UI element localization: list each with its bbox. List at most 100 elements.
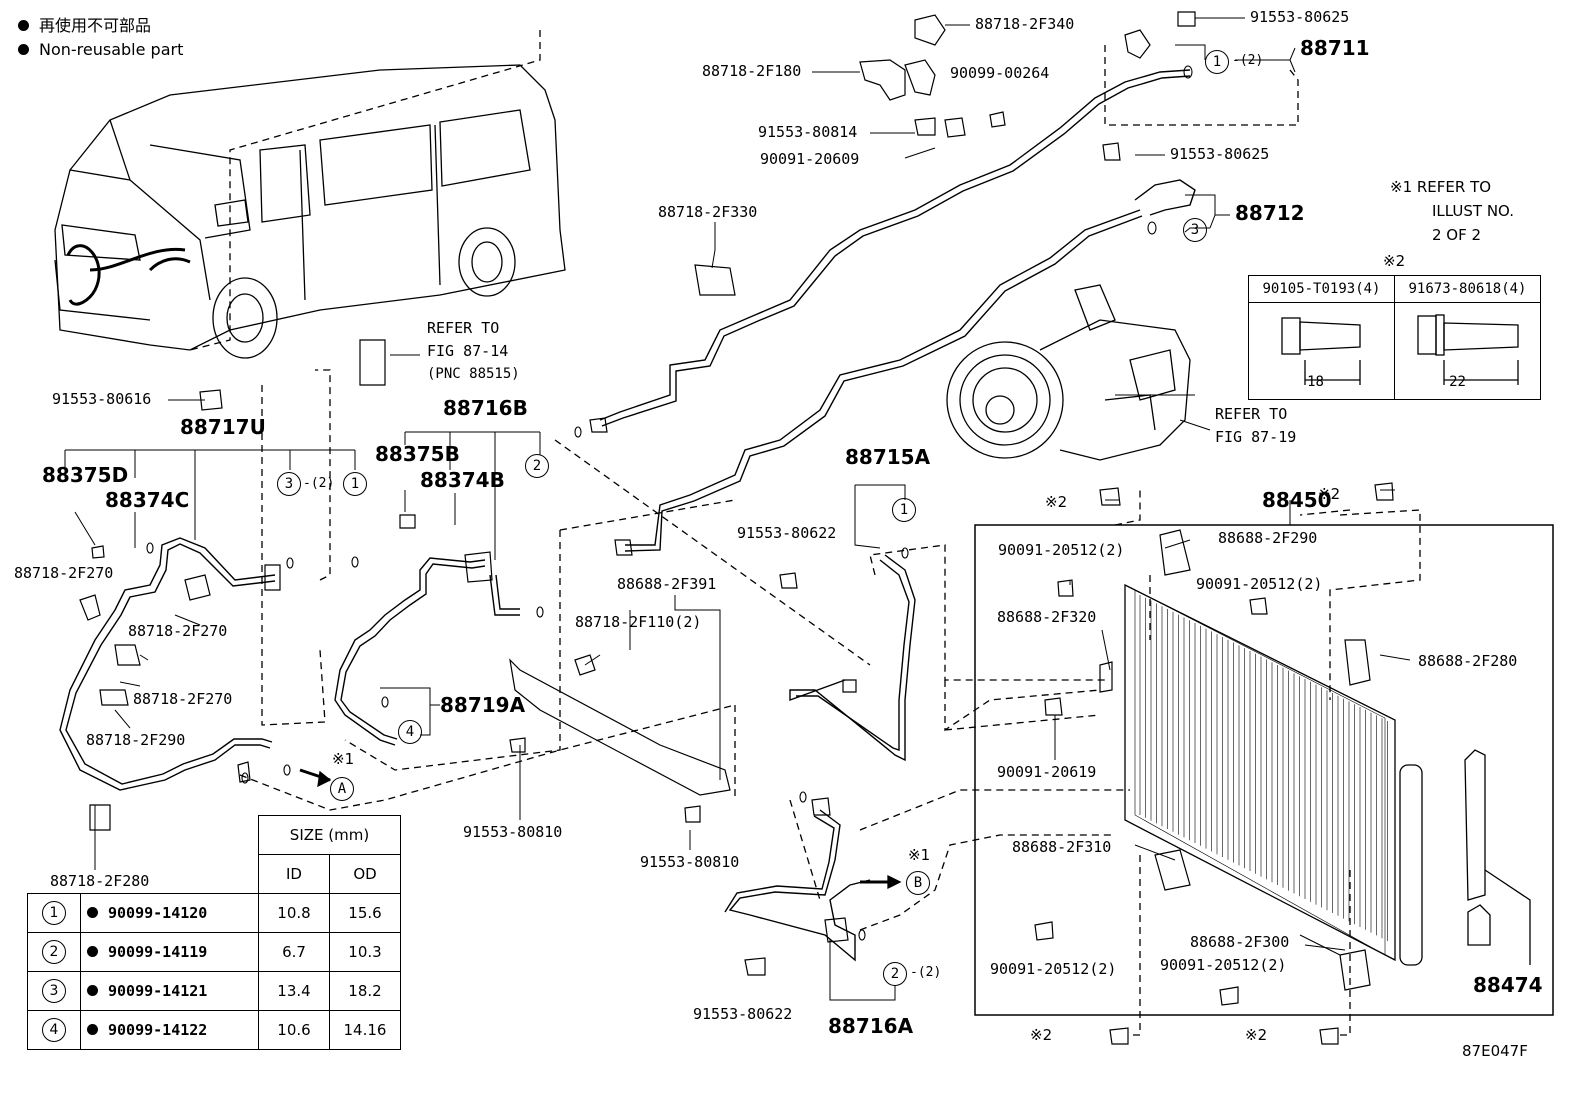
bolt-len-18: 18 xyxy=(1307,374,1324,390)
connector-B: B xyxy=(906,871,930,895)
size-id: 10.6 xyxy=(258,1010,330,1050)
row-number: 4 xyxy=(42,1018,66,1042)
illustration-code: 87E047F xyxy=(1462,1042,1528,1060)
label-88688-2F280: 88688-2F280 xyxy=(1418,652,1518,670)
label-88375D: 88375D xyxy=(42,463,129,487)
star2-mark-1: ※2 xyxy=(1045,493,1068,511)
label-88718-2F280-left: 88718-2F280 xyxy=(50,872,150,890)
refer-87-19-line1: REFER TO xyxy=(1215,405,1288,423)
size-header-od: OD xyxy=(329,854,401,894)
label-90091-20512-a: 90091-20512(2) xyxy=(998,541,1125,559)
qty-88716A: -(2) xyxy=(910,965,942,980)
oring-size-table: SIZE (mm) ID OD 1 90099-14120 10.8 15.6 … xyxy=(27,815,401,1050)
oring-ref-2-88716A: 2 xyxy=(883,962,907,986)
size-header-id: ID xyxy=(258,854,330,894)
qty-88717U: -(2) xyxy=(303,476,335,491)
size-od: 10.3 xyxy=(329,932,401,972)
label-91553-80616: 91553-80616 xyxy=(52,390,152,408)
size-id: 10.8 xyxy=(258,893,330,933)
note-star2: ※2 xyxy=(1383,252,1406,270)
label-90091-20609: 90091-20609 xyxy=(760,150,860,168)
oring-ref-1-88717U: 1 xyxy=(343,472,367,496)
note-star1-line2: ILLUST NO. xyxy=(1432,202,1515,220)
table-row: 1 90099-14120 10.8 15.6 xyxy=(27,893,401,933)
row-number: 1 xyxy=(42,901,66,925)
bullet-icon xyxy=(18,44,29,55)
label-88718-2F270-b: 88718-2F270 xyxy=(128,622,228,640)
bolt-col2-part: 91673-80618(4) xyxy=(1394,275,1541,303)
size-od: 18.2 xyxy=(329,971,401,1011)
label-88374B: 88374B xyxy=(420,468,505,492)
label-88718-2F270-a: 88718-2F270 xyxy=(14,564,114,582)
label-88688-2F310: 88688-2F310 xyxy=(1012,838,1112,856)
label-88688-2F300: 88688-2F300 xyxy=(1190,933,1290,951)
label-91553-80622-b: 91553-80622 xyxy=(693,1005,793,1023)
size-title: SIZE (mm) xyxy=(258,815,401,855)
label-91553-80622-a: 91553-80622 xyxy=(737,524,837,542)
label-88718-2F180: 88718-2F180 xyxy=(702,62,802,80)
oring-ref-3-88717U: 3 xyxy=(277,472,301,496)
label-88717U: 88717U xyxy=(180,415,266,439)
part-number: 90099-14122 xyxy=(108,1021,208,1039)
bolt-col1-part: 90105-T0193(4) xyxy=(1248,275,1395,303)
non-reusable-bullet-icon xyxy=(87,985,98,996)
label-88374C: 88374C xyxy=(105,488,190,512)
size-id: 13.4 xyxy=(258,971,330,1011)
oring-ref-4: 4 xyxy=(398,720,422,744)
oring-ref-1: 1 xyxy=(1205,50,1229,74)
label-91553-80810-b: 91553-80810 xyxy=(640,853,740,871)
table-row: 4 90099-14122 10.6 14.16 xyxy=(27,1010,401,1050)
label-90091-20512-c: 90091-20512(2) xyxy=(990,960,1117,978)
label-90099-00264: 90099-00264 xyxy=(950,64,1050,82)
refer-87-14-line2: FIG 87-14 xyxy=(427,342,509,360)
non-reusable-bullet-icon xyxy=(87,1024,98,1035)
bolt-len-22: 22 xyxy=(1449,374,1466,390)
legend-jp: 再使用不可部品 xyxy=(18,12,151,36)
label-91553-80625-mid: 91553-80625 xyxy=(1170,145,1270,163)
note-star1-line3: 2 OF 2 xyxy=(1432,226,1482,244)
compressor xyxy=(946,284,1191,461)
label-88718-2F340: 88718-2F340 xyxy=(975,15,1075,33)
part-number: 90099-14119 xyxy=(108,943,208,961)
part-number: 90099-14120 xyxy=(108,904,208,922)
refer-87-19-line2: FIG 87-19 xyxy=(1215,428,1297,446)
label-88716A: 88716A xyxy=(828,1014,914,1038)
qty-88711: -(2) xyxy=(1232,53,1264,68)
refer-87-14-line1: REFER TO xyxy=(427,319,500,337)
oring-ref-3: 3 xyxy=(1183,218,1207,242)
size-od: 14.16 xyxy=(329,1010,401,1050)
oring-ref-2-88716B: 2 xyxy=(525,454,549,478)
star2-mark-3: ※2 xyxy=(1030,1026,1053,1044)
bolt-col2-cell: 22 xyxy=(1394,302,1541,400)
label-88450: 88450 xyxy=(1262,488,1332,512)
label-91553-80810-a: 91553-80810 xyxy=(463,823,563,841)
label-88718-2F270-c: 88718-2F270 xyxy=(133,690,233,708)
label-88719A: 88719A xyxy=(440,693,526,717)
label-88718-2F330: 88718-2F330 xyxy=(658,203,758,221)
label-91553-80814: 91553-80814 xyxy=(758,123,858,141)
label-88375B: 88375B xyxy=(375,442,460,466)
label-88716B: 88716B xyxy=(443,396,528,420)
star2-mark-4: ※2 xyxy=(1245,1026,1268,1044)
star1-mark-B: ※1 xyxy=(908,846,931,864)
bolt-col1-cell: 18 xyxy=(1248,302,1395,400)
star1-mark-A: ※1 xyxy=(332,750,355,768)
label-91553-80625-top: 91553-80625 xyxy=(1250,8,1350,26)
refer-87-14-line3: (PNC 88515) xyxy=(427,366,520,382)
table-row: 3 90099-14121 13.4 18.2 xyxy=(27,971,401,1011)
row-number: 2 xyxy=(42,940,66,964)
size-od: 15.6 xyxy=(329,893,401,933)
label-90091-20619: 90091-20619 xyxy=(997,763,1097,781)
label-88688-2F320: 88688-2F320 xyxy=(997,608,1097,626)
legend-en: Non-reusable part xyxy=(18,40,183,59)
connector-A: A xyxy=(330,777,354,801)
label-88712: 88712 xyxy=(1235,201,1305,225)
label-90091-20512-d: 90091-20512(2) xyxy=(1160,956,1287,974)
van-illustration xyxy=(54,64,566,359)
label-88711: 88711 xyxy=(1300,36,1370,60)
condenser xyxy=(1124,583,1423,966)
note-star1-line1: ※1 REFER TO xyxy=(1390,178,1492,196)
bullet-icon xyxy=(18,20,29,31)
label-88474: 88474 xyxy=(1473,973,1543,997)
row-number: 3 xyxy=(42,979,66,1003)
